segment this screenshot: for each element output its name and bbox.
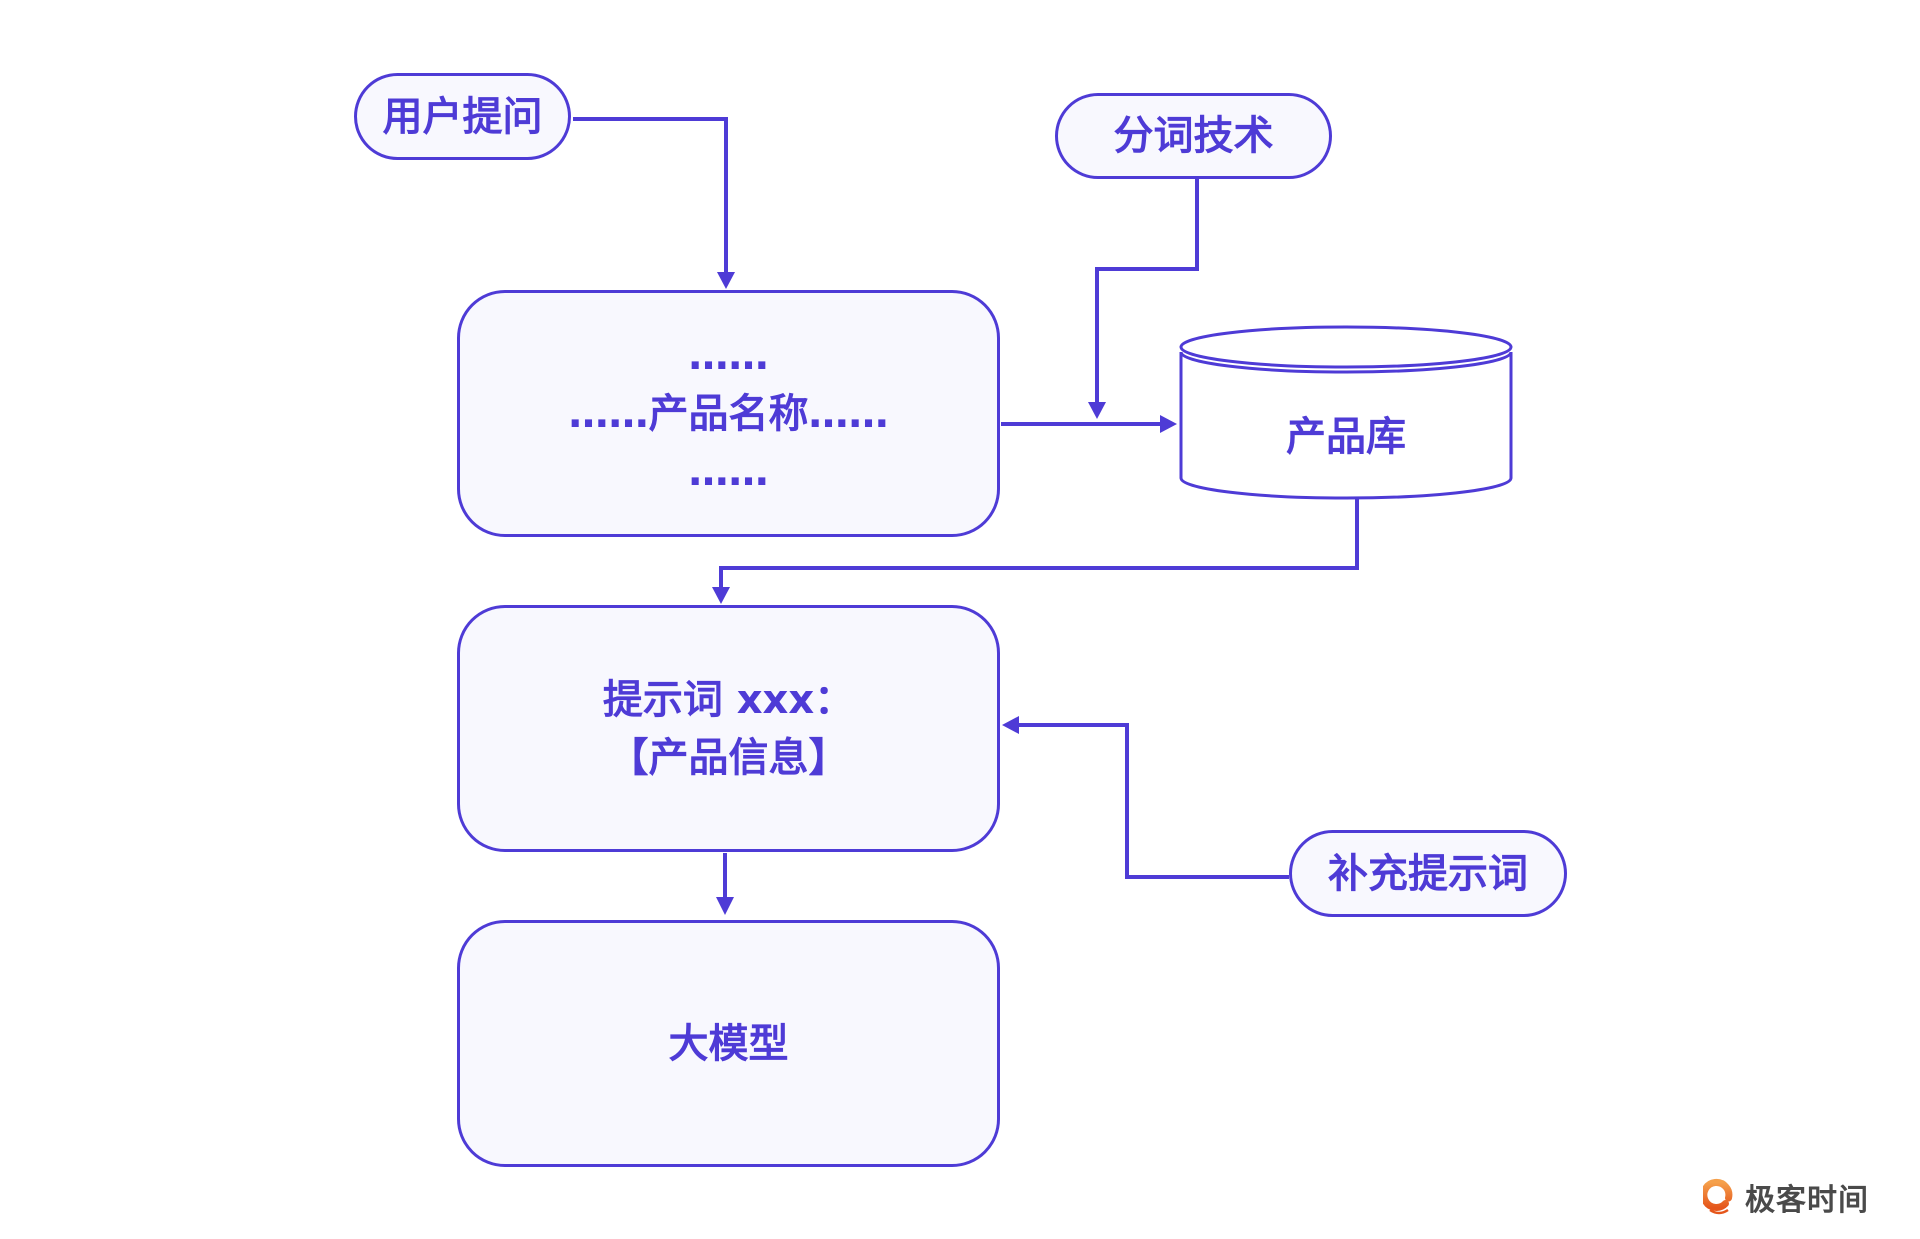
tokenization-label: 分词技术 [1113,113,1274,159]
edge-user-question-to-input [573,117,728,274]
arrowhead-icon [1088,402,1106,419]
watermark: 极客时间 [1703,1176,1869,1218]
user-input-line-2: ……产品名称…… [568,390,889,437]
user-question-label: 用户提问 [382,93,543,140]
arrowhead-icon [1002,716,1019,734]
user-input-line-1: …… [688,332,769,379]
arrowhead-icon [716,897,734,915]
user-input-line-3: …… [688,448,769,495]
prompt-box: 提示词 xxx： 【产品信息】 [457,605,1000,852]
arrowhead-icon [712,587,730,604]
product-database-label: 产品库 [1286,414,1406,460]
cylinder-top [1179,325,1513,369]
prompt-line-1: 提示词 xxx： [602,676,855,723]
user-question-node: 用户提问 [354,73,571,160]
arrowhead-icon [717,272,735,289]
edge-supplementary-to-prompt [1016,723,1289,879]
arrowhead-icon [1160,415,1177,433]
prompt-line-2: 【产品信息】 [608,734,849,781]
llm-label: 大模型 [668,1020,789,1067]
supplementary-prompt-node: 补充提示词 [1289,830,1567,917]
llm-box: 大模型 [457,920,1000,1167]
geektime-logo-icon [1703,1178,1733,1215]
supplementary-prompt-label: 补充提示词 [1328,850,1528,897]
user-input-box: …… ……产品名称…… …… [457,290,1000,537]
tokenization-node: 分词技术 [1055,93,1332,179]
watermark-text: 极客时间 [1745,1183,1869,1218]
